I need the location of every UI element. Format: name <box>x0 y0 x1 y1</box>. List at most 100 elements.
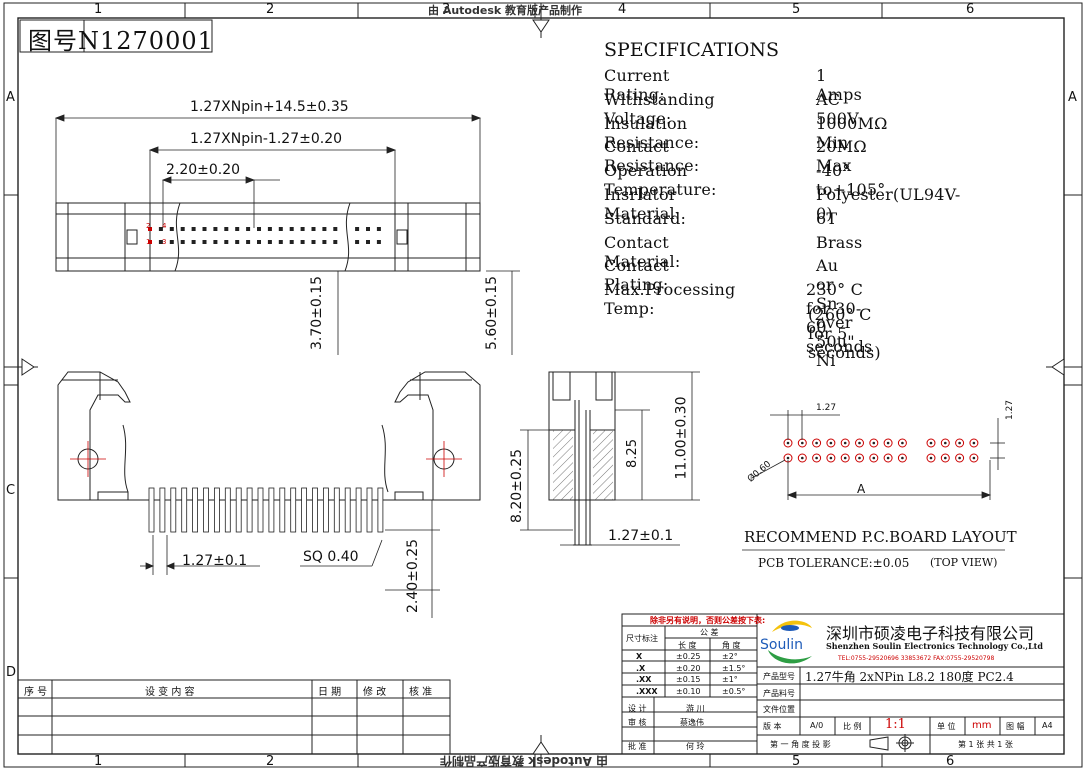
tolerance-note: 除非另有说明，否则公差按下表: <box>650 616 766 625</box>
col-label-2: 2 <box>266 2 275 17</box>
spec-value: Brass <box>816 232 863 252</box>
pcb-hole <box>826 438 836 448</box>
dim-pitch-span: 1.27XNpin-1.27±0.20 <box>190 131 343 147</box>
col-label-5: 5 <box>792 2 801 17</box>
watermark-top: 由 Autodesk 教育版产品制作 <box>428 4 583 17</box>
header-pin-tail <box>246 487 253 533</box>
scale-value: 1:1 <box>885 717 906 732</box>
header-pin <box>366 227 370 231</box>
tolerance-cell-d: X <box>636 652 643 661</box>
header-pin <box>333 227 338 231</box>
pcb-hole <box>955 438 965 448</box>
material-label: 产品料号 <box>763 689 795 698</box>
model-value: 1.27牛角 2xNPin L8.2 180度 PC2.4 <box>805 670 1014 684</box>
header-pin-tail <box>333 487 340 533</box>
col-label-6: 6 <box>966 2 975 17</box>
revision-col-content: 设 变 内 容 <box>145 687 195 698</box>
tolerance-cell-len: ±0.20 <box>676 663 701 673</box>
revision-col-modify: 修 改 <box>363 687 387 698</box>
pcb-hole <box>869 453 879 463</box>
header-pin <box>366 240 370 244</box>
header-pin <box>180 227 185 231</box>
header-pin <box>311 240 316 244</box>
header-pin <box>148 240 152 244</box>
spec-value: -40° to+105° <box>816 161 886 200</box>
approve-name: 何 玲 <box>686 742 705 751</box>
tolerance-cell-len: ±0.25 <box>676 652 701 661</box>
pcb-hole-center <box>843 441 847 445</box>
tolerance-cell-ang: ±0.5° <box>722 686 746 696</box>
pin-number-2: 2 <box>146 222 151 230</box>
pcb-hole-center <box>829 456 833 460</box>
header-pin <box>224 227 229 231</box>
pcb-hole-center <box>958 456 961 460</box>
dim-side-body: 8.25 <box>624 439 640 468</box>
header-pin-tail <box>192 487 199 533</box>
header-pin <box>355 240 360 244</box>
pcb-hole-center <box>801 456 804 460</box>
drawing-no-box <box>19 19 213 53</box>
header-pin <box>311 227 316 231</box>
pcb-hole-center <box>872 441 876 445</box>
header-pin-tail <box>203 487 209 533</box>
approve-label: 批 准 <box>628 742 647 751</box>
tolerance-cell-ang: ±1.5° <box>722 663 746 673</box>
pcb-hole-center <box>815 441 818 445</box>
header-pin-tail <box>235 487 242 533</box>
header-pin <box>224 240 229 244</box>
header-pin-tail <box>355 487 362 533</box>
tolerance-cell-len: ±0.10 <box>676 686 701 696</box>
pcb-hole <box>940 438 950 448</box>
top-view-dimensions <box>54 114 520 355</box>
unit-label: 单 位 <box>937 722 956 731</box>
row-label-c: C <box>6 483 16 498</box>
tolerance-col-length: 长 度 <box>678 641 697 650</box>
pcb-hole <box>812 438 822 448</box>
pcb-hole <box>955 453 965 463</box>
pcb-hole <box>840 453 850 463</box>
col-label-1: 1 <box>94 2 103 17</box>
pcb-hole-center <box>901 441 904 445</box>
revision-col-no: 序 号 <box>24 687 48 698</box>
header-pin-tail <box>148 487 155 533</box>
spec-value: Polyester(UL94V-0) <box>816 185 961 223</box>
pcb-pitch-x: 1.27 <box>816 403 837 413</box>
spec-key: Withstanding Voltage: <box>604 89 715 128</box>
side-view-dimensions <box>520 371 700 546</box>
spec-value: 1 Amps <box>816 66 862 104</box>
pcb-hole-center <box>886 456 890 460</box>
header-pin <box>333 240 338 244</box>
dim-height-2: 5.60±0.15 <box>484 275 501 351</box>
pcb-hole-center <box>858 456 861 460</box>
pcb-hole-grid <box>783 438 979 463</box>
header-pin <box>267 240 272 244</box>
row-label-a: A <box>6 90 15 105</box>
dim-side-pitch: 1.27±0.1 <box>608 528 674 544</box>
size-label: 图 幅 <box>1006 722 1025 731</box>
pcb-hole-center <box>901 456 904 460</box>
pcb-hole <box>826 453 836 463</box>
front-view-pins <box>148 487 384 533</box>
top-view-pins <box>148 227 381 244</box>
pcb-hole <box>969 438 979 448</box>
row-label-a-right: A <box>1068 90 1077 105</box>
header-pin <box>148 227 152 231</box>
title-block-grid <box>621 613 1065 755</box>
spec-key: Operation Temperature: <box>604 161 717 200</box>
pcb-hole-center <box>944 441 947 445</box>
header-pin-tail <box>224 487 231 533</box>
header-pin-tail <box>377 487 384 533</box>
header-pin <box>202 227 207 231</box>
header-pin <box>169 227 174 231</box>
spec-key: Standard: <box>604 208 687 228</box>
design-label: 设 计 <box>628 704 647 713</box>
header-pin <box>257 240 261 244</box>
col-label-4: 4 <box>618 2 627 17</box>
col-label-2-bottom: 2 <box>266 754 275 769</box>
front-view-dimensions <box>140 500 440 618</box>
pcb-hole <box>855 438 864 448</box>
specs-title: SPECIFICATIONS <box>604 39 780 61</box>
pcb-hole <box>926 453 936 463</box>
header-pin <box>376 227 381 231</box>
version-label: 版 本 <box>763 722 782 731</box>
